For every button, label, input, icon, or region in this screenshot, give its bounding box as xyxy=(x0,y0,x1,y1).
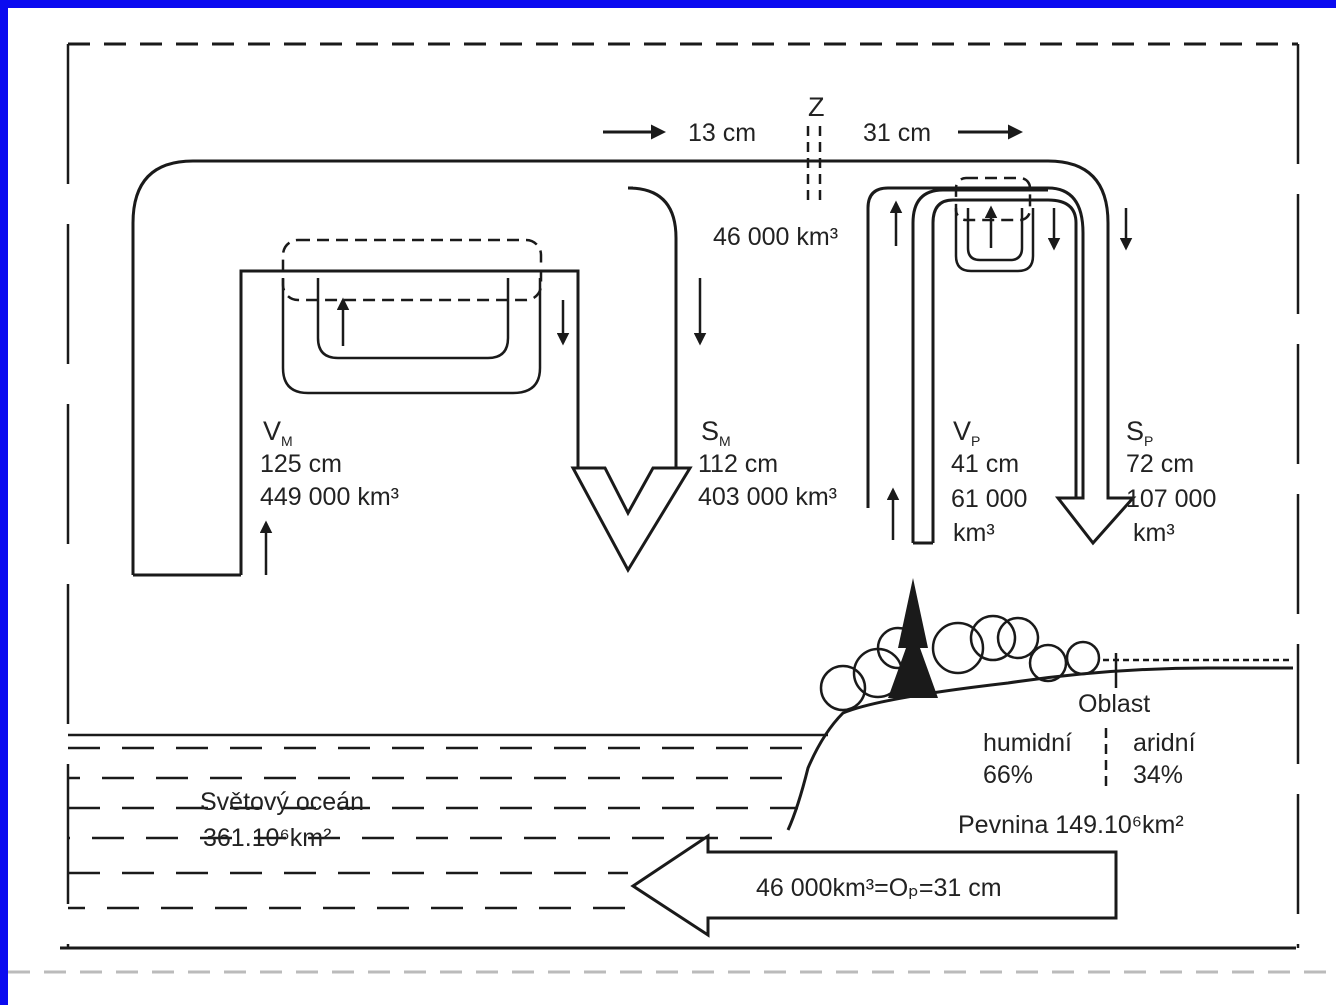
land-inner-loop-2 xyxy=(966,208,1024,262)
trees-icon xyxy=(819,578,1101,712)
runoff-label: 46 000km³=Oₚ=31 cm xyxy=(756,874,1002,902)
ocean-precip-arrow xyxy=(570,186,693,574)
left-flux-label: 13 cm xyxy=(688,119,756,147)
vp-depth: 41 cm xyxy=(951,450,1019,478)
sp-volume-1: 107 000 xyxy=(1126,485,1216,513)
sp-volume-2: km³ xyxy=(1133,519,1175,547)
sm-volume: 403 000 km³ xyxy=(698,483,837,511)
ocean-waves xyxy=(68,733,828,910)
land-inner-loop xyxy=(954,208,1035,273)
arid-label: aridní xyxy=(1133,729,1196,757)
ocean-area-label: 361.10⁶km² xyxy=(203,824,331,852)
humid-label: humidní xyxy=(983,729,1072,757)
region-label: Oblast xyxy=(1078,690,1150,718)
vp-symbol: VP xyxy=(953,416,980,449)
ocean-circulation-outer xyxy=(131,159,1137,575)
land-dashed-cloud xyxy=(954,176,1032,222)
land-evap-column xyxy=(911,188,1048,543)
land-evap-column-right xyxy=(931,198,1078,543)
vm-symbol: VM xyxy=(263,416,293,449)
landmass xyxy=(786,666,1293,831)
runoff-arrow xyxy=(630,833,1118,938)
ocean-label: Světový oceán xyxy=(200,788,364,816)
vm-volume: 449 000 km³ xyxy=(260,483,399,511)
ocean-dashed-cloud xyxy=(281,238,543,302)
sm-depth: 112 cm xyxy=(698,450,778,478)
ocean-middle-loop xyxy=(281,278,542,395)
arid-percent: 34% xyxy=(1133,761,1183,789)
humid-percent: 66% xyxy=(983,761,1033,789)
z-label: Z xyxy=(808,92,825,122)
vp-volume-2: km³ xyxy=(953,519,995,547)
transfer-volume-label: 46 000 km³ xyxy=(713,223,838,251)
right-flux-label: 31 cm xyxy=(863,119,931,147)
ocean-evap-column xyxy=(239,269,683,575)
land-area-label: Pevnina 149.10⁶km² xyxy=(958,811,1184,839)
sm-symbol: SM xyxy=(701,416,731,449)
diagram-paper: Z 13 cm 31 cm 46 000 km³ VM 125 cm 449 0… xyxy=(8,8,1336,1005)
ocean-inner-loop xyxy=(316,278,510,360)
sp-depth: 72 cm xyxy=(1126,450,1194,478)
sp-symbol: SP xyxy=(1126,416,1153,449)
vm-depth: 125 cm xyxy=(260,450,342,478)
water-cycle-diagram: Z 13 cm 31 cm 46 000 km³ VM 125 cm 449 0… xyxy=(8,42,1336,974)
vp-volume-1: 61 000 xyxy=(951,485,1027,513)
